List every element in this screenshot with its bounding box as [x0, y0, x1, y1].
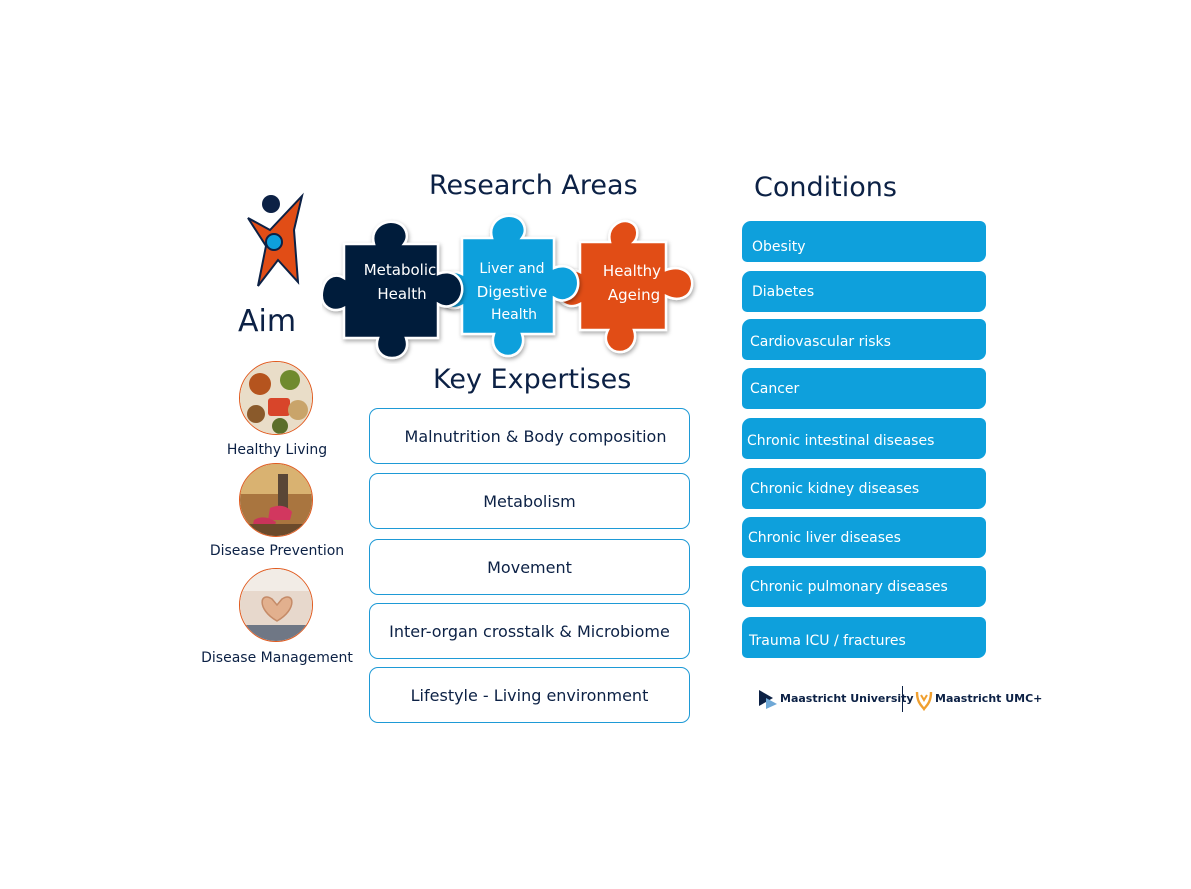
expertise-box-movement: Movement [369, 539, 690, 595]
research-areas-puzzle: Metabolic Health Liver and Digestive Hea… [322, 214, 694, 360]
heart-hands-photo [239, 568, 313, 642]
expertise-label: Lifestyle - Living environment [410, 685, 649, 705]
puzzle-text-liver-3: Health [491, 307, 537, 323]
condition-pulmonary: Chronic pulmonary diseases [742, 566, 986, 607]
conditions-title: Conditions [754, 172, 897, 203]
condition-cancer: Cancer [742, 368, 986, 409]
condition-label: Chronic liver diseases [748, 529, 901, 546]
research-areas-title: Research Areas [429, 170, 638, 201]
puzzle-text-ageing-1: Healthy [603, 262, 661, 280]
condition-label: Cardiovascular risks [750, 333, 891, 350]
condition-obesity: Obesity [742, 221, 986, 262]
condition-cardiovascular: Cardiovascular risks [742, 319, 986, 360]
condition-label: Diabetes [752, 283, 815, 300]
condition-intestinal: Chronic intestinal diseases [742, 418, 986, 459]
expertise-label: Inter-organ crosstalk & Microbiome [389, 621, 670, 641]
maastricht-university-logo-icon [759, 690, 777, 709]
expertise-label: Movement [487, 557, 572, 577]
running-shoes-photo [239, 463, 313, 537]
logo-divider [902, 686, 903, 712]
key-expertises-title: Key Expertises [433, 364, 632, 395]
condition-label: Chronic kidney diseases [750, 480, 920, 497]
person-figure-icon [247, 192, 304, 287]
aim-label-disease-management: Disease Management [201, 650, 353, 666]
aim-title: Aim [238, 304, 297, 339]
puzzle-text-ageing-2: Ageing [608, 286, 660, 304]
puzzle-text-metabolic-2: Health [377, 285, 426, 303]
puzzle-text-liver-1: Liver and [479, 261, 544, 277]
expertise-box-malnutrition: Malnutrition & Body composition [369, 408, 690, 464]
maastricht-umc-logo-text: Maastricht UMC+ [935, 692, 1043, 705]
healthy-food-photo [239, 361, 313, 435]
condition-label: Obesity [752, 238, 806, 255]
puzzle-text-liver-2: Digestive [477, 283, 547, 301]
maastricht-umc-logo-icon [915, 691, 933, 711]
expertise-label: Metabolism [483, 491, 576, 511]
puzzle-piece-metabolic-health [322, 220, 464, 360]
aim-label-healthy-living: Healthy Living [226, 442, 328, 458]
condition-diabetes: Diabetes [742, 271, 986, 312]
aim-label-disease-prevention: Disease Prevention [209, 543, 345, 559]
condition-trauma: Trauma ICU / fractures [742, 617, 986, 658]
condition-label: Chronic pulmonary diseases [750, 578, 948, 595]
condition-label: Chronic intestinal diseases [747, 432, 935, 449]
expertise-box-metabolism: Metabolism [369, 473, 690, 529]
expertise-label: Malnutrition & Body composition [404, 426, 667, 446]
condition-label: Cancer [750, 380, 800, 397]
puzzle-text-metabolic-1: Metabolic [364, 261, 437, 279]
condition-kidney: Chronic kidney diseases [742, 468, 986, 509]
maastricht-university-logo-text: Maastricht University [780, 692, 914, 705]
expertise-box-lifestyle: Lifestyle - Living environment [369, 667, 690, 723]
expertise-box-inter-organ: Inter-organ crosstalk & Microbiome [369, 603, 690, 659]
condition-liver: Chronic liver diseases [742, 517, 986, 558]
condition-label: Trauma ICU / fractures [749, 632, 906, 649]
